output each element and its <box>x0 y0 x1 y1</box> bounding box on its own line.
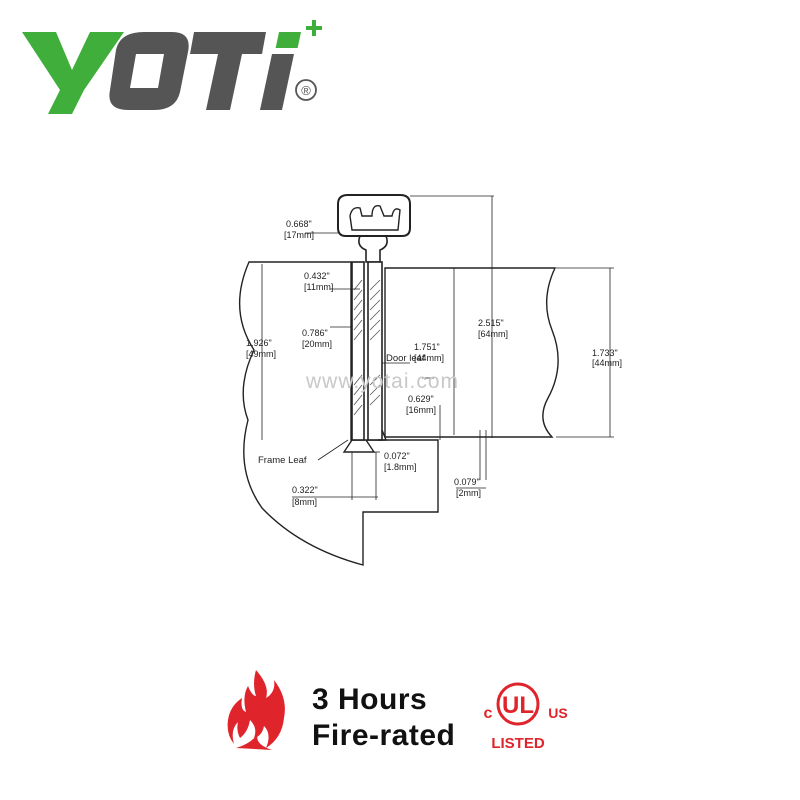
ul-c-text: c <box>484 705 493 722</box>
fire-rating-hours: 3 Hours <box>312 683 428 716</box>
frame-profile <box>239 261 439 566</box>
svg-text:0.322": 0.322" <box>292 485 318 495</box>
dimension-1926: 1.926" [49mm] <box>246 338 276 359</box>
door-leaf-label: Door leaf <box>386 353 425 364</box>
dimension-0786: 0.786" [20mm] <box>302 328 332 349</box>
svg-text:0.072": 0.072" <box>384 451 410 461</box>
dimension-0629: 0.629" [16mm] <box>406 394 436 415</box>
svg-text:2.515": 2.515" <box>478 318 504 328</box>
svg-text:0.786": 0.786" <box>302 328 328 338</box>
ul-us-text: US <box>548 705 567 721</box>
svg-text:0.079": 0.079" <box>454 477 480 487</box>
flame-icon <box>227 670 285 750</box>
ul-listed-text: LISTED <box>491 735 545 752</box>
svg-text:[8mm]: [8mm] <box>292 497 317 507</box>
dimension-0668: 0.668" [17mm] <box>284 219 314 240</box>
yoti-logo: ® <box>22 20 322 114</box>
svg-text:1.926": 1.926" <box>246 338 272 348</box>
dimension-1733: 1.733" [44mm] <box>592 348 622 368</box>
hinge-cap <box>337 194 411 237</box>
door-leaf-body <box>367 261 383 441</box>
svg-text:0.432": 0.432" <box>304 271 330 281</box>
fire-rating-text: 3 Hours Fire-rated <box>312 682 455 754</box>
ul-listed-mark: UL c US LISTED <box>484 682 568 752</box>
svg-text:1.751": 1.751" <box>414 342 440 352</box>
svg-text:[16mm]: [16mm] <box>406 405 436 415</box>
svg-text:1.733": 1.733" <box>592 348 618 358</box>
registered-mark: ® <box>301 83 311 98</box>
fire-rating-label: Fire-rated <box>312 719 456 752</box>
dimension-0072: 0.072" [1.8mm] <box>384 451 417 472</box>
svg-text:[17mm]: [17mm] <box>284 230 314 240</box>
svg-text:[2mm]: [2mm] <box>456 488 481 498</box>
svg-text:[44mm]: [44mm] <box>592 358 622 368</box>
svg-text:[49mm]: [49mm] <box>246 349 276 359</box>
svg-text:[11mm]: [11mm] <box>304 282 333 292</box>
svg-text:[20mm]: [20mm] <box>302 339 332 349</box>
ul-mark-text: UL <box>502 692 534 719</box>
svg-text:[1.8mm]: [1.8mm] <box>384 462 417 472</box>
logo-wordmark-shapes <box>22 32 124 114</box>
svg-text:0.668": 0.668" <box>286 219 312 229</box>
dimension-2515: 2.515" [64mm] <box>478 318 508 339</box>
dimension-0079: 0.079" [2mm] <box>454 477 481 498</box>
svg-text:0.629": 0.629" <box>408 394 434 404</box>
dimension-0322: 0.322" [8mm] <box>292 485 318 507</box>
frame-leaf-body <box>351 261 365 441</box>
diagram-watermark: www.yotai.com <box>305 370 459 393</box>
svg-text:[44mm]: [44mm] <box>414 353 444 363</box>
svg-text:[64mm]: [64mm] <box>478 329 508 339</box>
dimension-0432: 0.432" [11mm] <box>304 271 333 292</box>
dimension-1751: 1.751" [44mm] <box>414 342 444 363</box>
door-profile <box>384 267 559 438</box>
frame-leaf-label: Frame Leaf <box>258 455 307 466</box>
